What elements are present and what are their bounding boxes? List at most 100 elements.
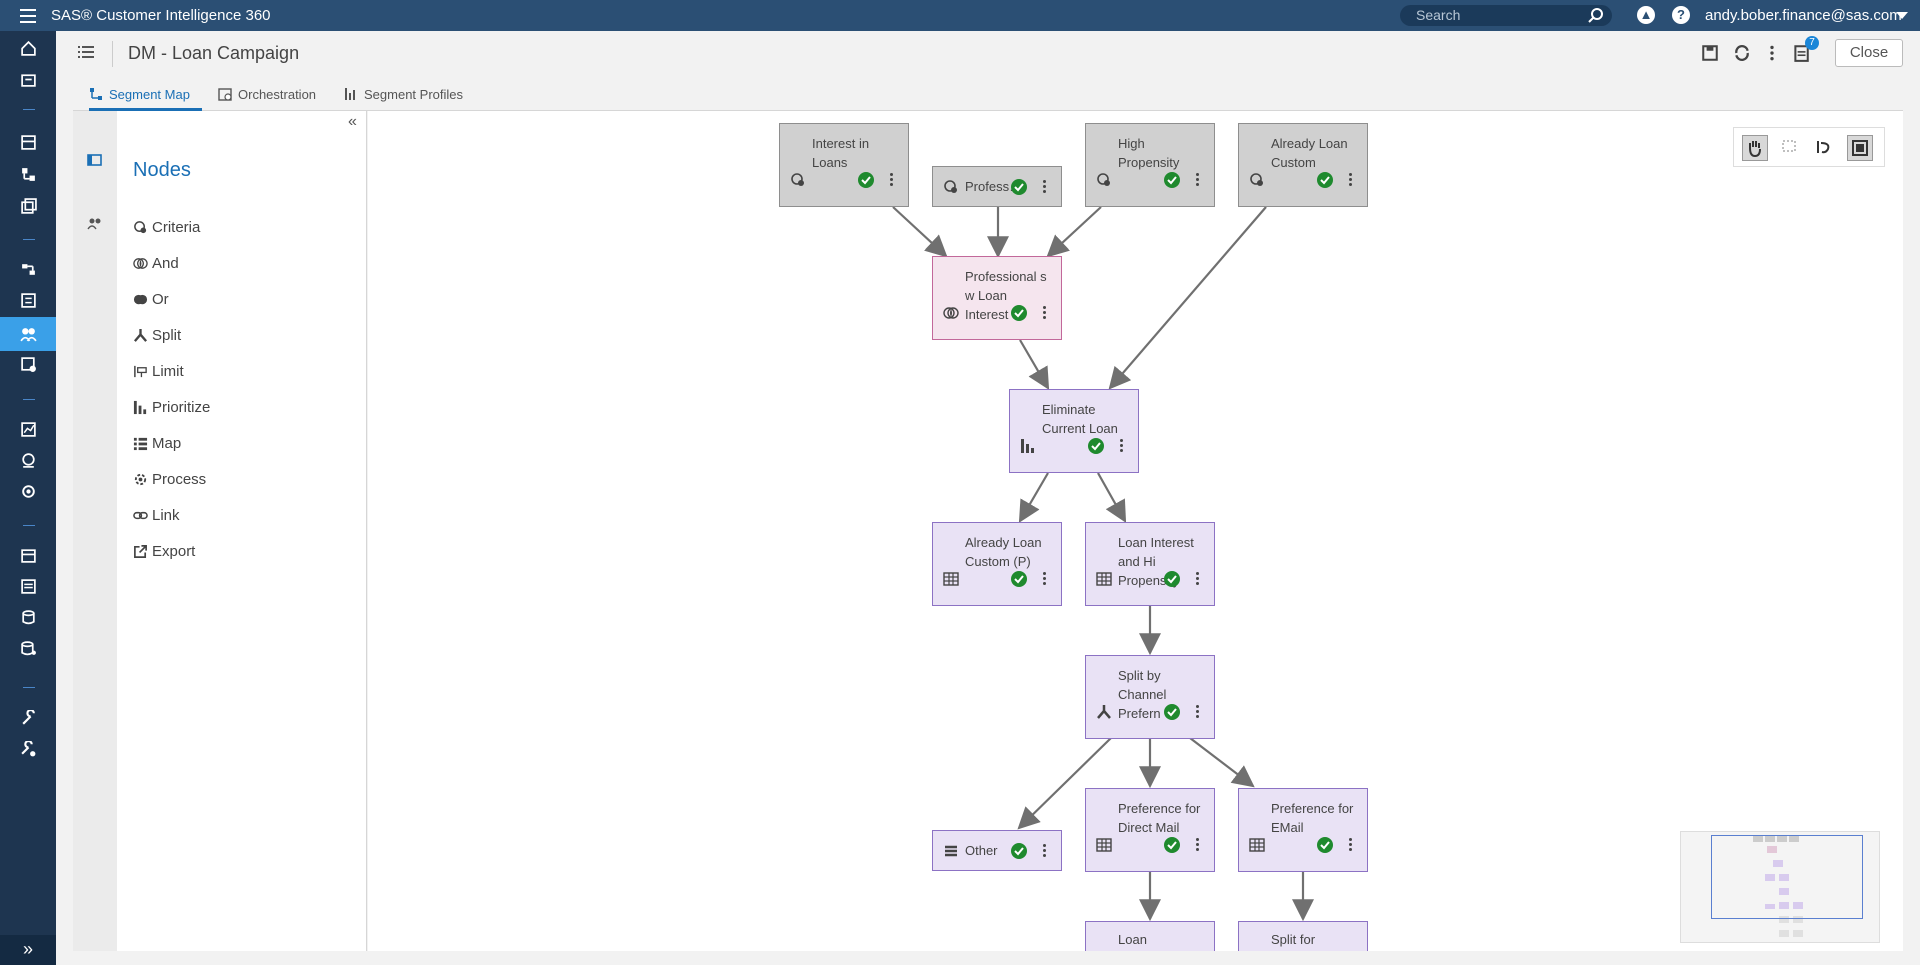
node-item-map[interactable]: Map <box>133 435 181 455</box>
or-icon <box>133 294 148 305</box>
segment-node-professionals-loan-interest[interactable]: Professional s w Loan Interest <box>932 256 1062 340</box>
notes-icon[interactable] <box>1792 44 1810 62</box>
pan-hand-icon[interactable] <box>1742 135 1768 161</box>
more-options-icon[interactable] <box>1763 44 1781 62</box>
segment-node-split-for[interactable]: Split for <box>1238 921 1368 951</box>
home-icon[interactable] <box>20 40 37 57</box>
search-placeholder: Search <box>1416 7 1461 23</box>
page-title: DM - Loan Campaign <box>128 43 300 63</box>
node-item-limit[interactable]: Limit <box>133 363 184 383</box>
node-label: Already Loan Custom <box>1271 136 1348 170</box>
tasks-icon[interactable] <box>20 292 37 309</box>
refresh-icon[interactable] <box>1733 44 1751 62</box>
activities-icon[interactable] <box>20 261 37 278</box>
node-item-split[interactable]: Split <box>133 327 181 347</box>
node-item-criteria[interactable]: Criteria <box>133 219 200 239</box>
reports-icon[interactable] <box>20 421 37 438</box>
split-icon <box>133 328 148 342</box>
save-icon[interactable] <box>1701 44 1719 62</box>
node-menu-icon[interactable] <box>1349 838 1353 852</box>
segment-node-already-loan-customer[interactable]: Already Loan Custom <box>1238 123 1368 207</box>
node-menu-icon[interactable] <box>1196 173 1200 187</box>
node-menu-icon[interactable] <box>1120 439 1124 453</box>
segment-node-already-loan-customer-p[interactable]: Already Loan Custom (P) <box>932 522 1062 606</box>
node-menu-icon[interactable] <box>1043 180 1047 194</box>
node-menu-icon[interactable] <box>890 173 894 187</box>
node-menu-icon[interactable] <box>1043 844 1047 858</box>
node-item-link[interactable]: Link <box>133 507 180 527</box>
segment-node-other[interactable]: Other <box>932 830 1062 871</box>
data-icon[interactable] <box>20 609 37 626</box>
user-menu[interactable]: andy.bober.finance@sas.com <box>1705 7 1902 24</box>
tools-icon[interactable] <box>20 710 37 727</box>
segment-node-split-by-channel[interactable]: Split by Channel Prefern <box>1085 655 1215 739</box>
node-menu-icon[interactable] <box>1043 572 1047 586</box>
segment-node-eliminate-current-loan[interactable]: Eliminate Current Loan <box>1009 389 1139 473</box>
content-icon[interactable] <box>20 578 37 595</box>
segment-node-preference-direct-mail[interactable]: Preference for Direct Mail <box>1085 788 1215 872</box>
segment-node-high-propensity[interactable]: High Propensity <box>1085 123 1215 207</box>
tab-segment-map[interactable]: Segment Map <box>89 76 202 111</box>
help-icon[interactable]: ? <box>1672 6 1690 24</box>
status-check-icon <box>1164 704 1180 720</box>
expand-nav-icon[interactable]: » <box>0 935 56 965</box>
app-title: SAS® Customer Intelligence 360 <box>51 7 271 24</box>
overview-minimap[interactable] <box>1680 831 1880 943</box>
overview-map-icon[interactable] <box>1847 135 1873 161</box>
segment-node-professional[interactable]: Profess… <box>932 166 1062 207</box>
node-menu-icon[interactable] <box>1196 705 1200 719</box>
segment-settings-icon[interactable] <box>20 356 37 373</box>
insights-icon[interactable] <box>20 452 37 469</box>
node-menu-icon[interactable] <box>1196 838 1200 852</box>
calendar-icon[interactable] <box>20 547 37 564</box>
node-item-export[interactable]: Export <box>133 543 195 563</box>
node-item-and[interactable]: And <box>133 255 179 275</box>
orchestration-icon <box>218 88 232 101</box>
minimap-viewport[interactable] <box>1711 835 1863 919</box>
marketing-icon[interactable] <box>20 71 37 88</box>
node-label: Other <box>965 843 998 858</box>
tab-orchestration[interactable]: Orchestration <box>218 76 316 111</box>
list-icon[interactable] <box>78 45 94 59</box>
segment-map-canvas[interactable]: Interest in Loans Profess… High Propensi… <box>368 111 1903 951</box>
segments-icon[interactable] <box>20 326 37 343</box>
segment-node-loan-interest-hi-propensity[interactable]: Loan Interest and Hi Propensity <box>1085 522 1215 606</box>
hamburger-menu-icon[interactable] <box>20 9 36 23</box>
footer-area <box>73 951 1903 965</box>
status-check-icon <box>1011 305 1027 321</box>
segment-node-loan[interactable]: Loan <box>1085 921 1215 951</box>
status-check-icon <box>1011 179 1027 195</box>
panel-strip <box>73 111 117 951</box>
user-dropdown-icon[interactable] <box>1896 12 1908 19</box>
assets-icon[interactable] <box>20 198 37 215</box>
hierarchy-icon[interactable] <box>20 166 37 183</box>
segments-panel-icon[interactable] <box>87 216 103 230</box>
undo-icon[interactable] <box>1812 135 1838 161</box>
node-item-process[interactable]: Process <box>133 471 206 491</box>
search-icon[interactable] <box>1588 7 1604 23</box>
nav-item-segments-active[interactable] <box>0 317 56 351</box>
node-menu-icon[interactable] <box>1043 306 1047 320</box>
node-item-label: Split <box>152 327 182 344</box>
search-input[interactable]: Search <box>1400 5 1612 26</box>
segment-node-interest-in-loans[interactable]: Interest in Loans <box>779 123 909 207</box>
dashboard-icon[interactable] <box>20 134 37 151</box>
nodes-panel-icon[interactable] <box>87 153 103 167</box>
node-item-prioritize[interactable]: Prioritize <box>133 399 210 419</box>
node-label: Profess… <box>965 179 1023 194</box>
nav-divider <box>23 109 35 110</box>
node-item-or[interactable]: Or <box>133 291 169 311</box>
data-sources-icon[interactable] <box>20 640 37 657</box>
close-button[interactable]: Close <box>1835 39 1903 67</box>
notifications-icon[interactable]: ▲ <box>1637 6 1655 24</box>
segment-node-preference-email[interactable]: Preference for EMail <box>1238 788 1368 872</box>
optimization-icon[interactable] <box>20 483 37 500</box>
node-menu-icon[interactable] <box>1349 173 1353 187</box>
tab-segment-profiles[interactable]: Segment Profiles <box>344 76 463 111</box>
admin-tools-icon[interactable] <box>20 741 37 758</box>
map-table-icon <box>943 572 959 586</box>
node-label: Eliminate Current Loan <box>1042 402 1118 436</box>
select-icon[interactable] <box>1777 135 1803 161</box>
node-menu-icon[interactable] <box>1196 572 1200 586</box>
collapse-panel-icon[interactable]: « <box>348 113 357 130</box>
